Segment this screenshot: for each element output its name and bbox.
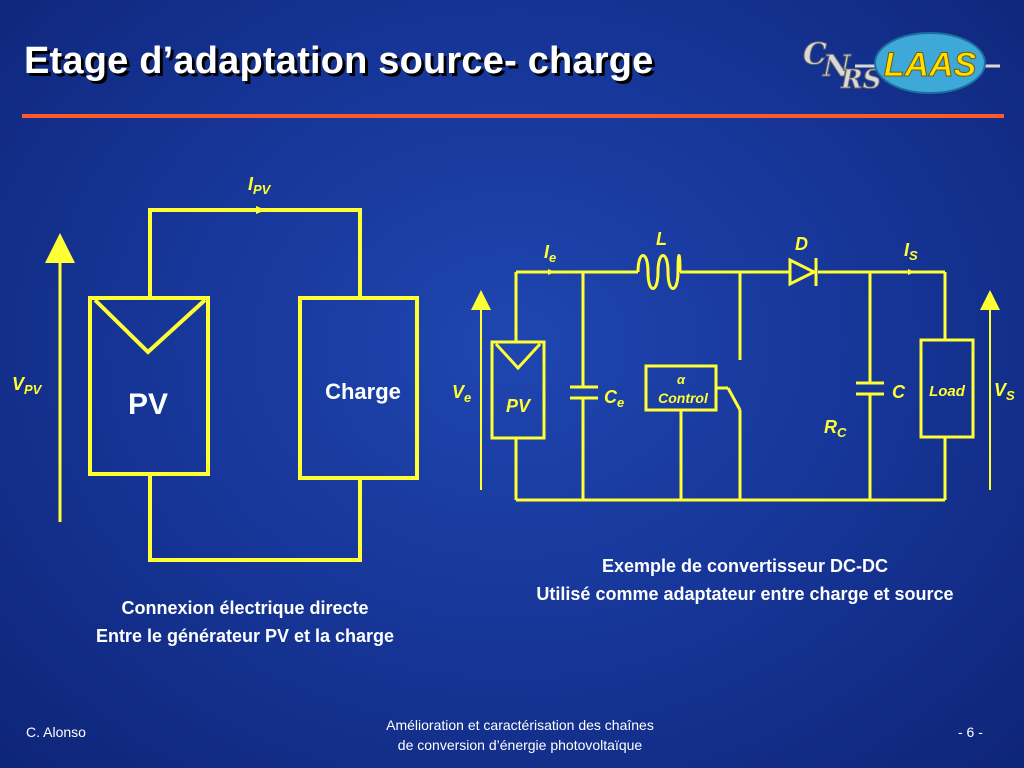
pv-label: PV xyxy=(128,388,168,421)
is-label: IS xyxy=(904,240,918,263)
right-caption-line1: Exemple de convertisseur DC-DC xyxy=(601,556,889,576)
pv-box xyxy=(88,296,210,476)
inductor-label: L xyxy=(656,229,667,249)
load-box xyxy=(919,338,975,439)
pv-source-label: PV xyxy=(506,396,532,416)
svg-text:C: C xyxy=(803,37,827,72)
capacitor-label: C xyxy=(892,382,906,402)
footer-title: Amélioration et caractérisation des chaî… xyxy=(300,715,740,755)
right-caption: Exemple de convertisseur DC-DC Utilisé c… xyxy=(470,552,1020,608)
svg-text:LAAS: LAAS xyxy=(884,46,977,84)
slide-title: Etage d’adaptation source- charge xyxy=(24,40,654,82)
footer-title-line2: de conversion d’énergie photovoltaïque xyxy=(397,737,643,753)
ipv-label: IPV xyxy=(248,174,272,197)
left-caption-line1: Connexion électrique directe xyxy=(121,598,369,618)
footer-title-line1: Amélioration et caractérisation des chaî… xyxy=(386,717,654,733)
footer-author: C. Alonso xyxy=(26,724,86,740)
right-caption-line2: Utilisé comme adaptateur entre charge et… xyxy=(536,584,954,604)
pv-source-box xyxy=(490,340,546,440)
vpv-label: VPV xyxy=(12,374,43,397)
ve-label: Ve xyxy=(452,382,471,405)
is-arrowhead xyxy=(908,269,915,275)
switch-blade xyxy=(726,387,742,411)
ie-arrowhead xyxy=(548,269,555,275)
diode xyxy=(788,257,818,287)
left-caption-line2: Entre le générateur PV et la charge xyxy=(95,626,395,646)
rc-label: RC xyxy=(824,417,847,440)
inductor xyxy=(636,254,682,290)
charge-label: Charge xyxy=(325,379,401,404)
ce-label: Ce xyxy=(604,387,624,410)
load-label: Load xyxy=(929,383,966,400)
charge-box xyxy=(298,296,419,480)
ipv-arrowhead xyxy=(256,206,266,214)
cnrs-laas-logo: C N RS LAAS xyxy=(803,32,1000,96)
title-rule xyxy=(22,114,1004,118)
diode-label: D xyxy=(795,234,808,254)
ie-label: Ie xyxy=(544,242,556,265)
dc-dc-converter-diagram xyxy=(471,254,1000,502)
svg-text:N: N xyxy=(822,49,852,84)
pv-triangle xyxy=(93,298,207,355)
top-wire xyxy=(148,208,362,298)
direct-connection-diagram xyxy=(45,208,419,562)
alpha-label: α xyxy=(677,372,686,387)
vs-label: VS xyxy=(994,380,1015,403)
svg-text:RS: RS xyxy=(840,65,881,95)
control-label: Control xyxy=(658,390,709,406)
page-number: - 6 - xyxy=(958,724,983,740)
left-caption: Connexion électrique directe Entre le gé… xyxy=(20,594,470,650)
bottom-wire xyxy=(148,475,362,562)
